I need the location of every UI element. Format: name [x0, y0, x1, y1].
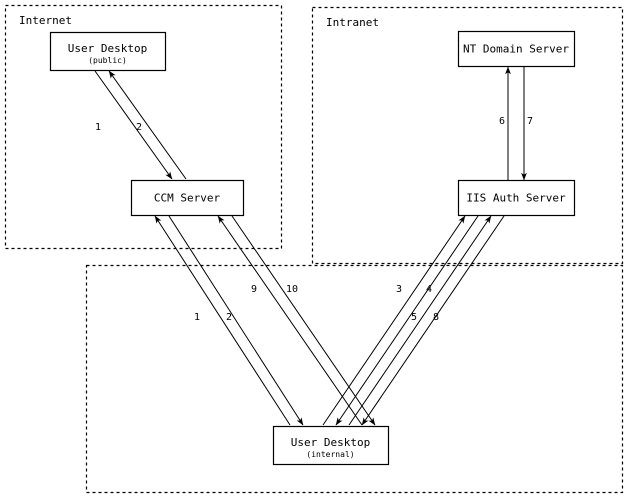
label-6: 6	[499, 116, 505, 127]
node-title-user-desktop-public: User Desktop	[68, 42, 147, 55]
node-ccm-server: CCM Server	[130, 179, 245, 217]
label-4: 4	[426, 284, 432, 295]
edge-ccm-to-desktop-public	[108, 70, 187, 180]
edge-iis-to-desktop-internal-8	[361, 215, 505, 426]
label-3: 3	[396, 284, 402, 295]
node-title-nt-domain-server: NT Domain Server	[463, 43, 569, 56]
zone-label-internet: Internet	[19, 14, 72, 27]
label-8: 8	[433, 312, 439, 323]
zone-intranet: Intranet	[311, 6, 624, 265]
zone-border-intranet	[311, 6, 624, 265]
label-7: 7	[527, 116, 533, 127]
edge-ccm-to-desktop-internal-10	[231, 215, 376, 426]
label-10: 10	[286, 284, 298, 295]
node-box-user-desktop-public	[49, 31, 167, 72]
label-2-bottom: 2	[226, 312, 232, 323]
zone-label-intranet: Intranet	[326, 16, 379, 29]
node-title-ccm-server: CCM Server	[154, 192, 221, 205]
node-box-iis-auth-server	[457, 179, 576, 217]
label-5: 5	[411, 312, 417, 323]
zone-internet: Internet	[4, 4, 283, 250]
node-user-desktop-public: User Desktop(public)	[49, 31, 167, 72]
node-user-desktop-internal: User Desktop(internal)	[272, 425, 390, 466]
node-subtitle-user-desktop-public: (public)	[88, 56, 127, 65]
edge-step-labels: 1 2 6 7 9 10 1 2 3 4 5 8	[95, 116, 533, 323]
edge-desktop-public-to-ccm	[94, 70, 173, 180]
edge-desktop-internal-to-iis-3	[322, 215, 466, 426]
node-subtitle-user-desktop-internal: (internal)	[306, 450, 354, 459]
zone-internal	[85, 264, 624, 494]
node-box-ccm-server	[130, 179, 245, 217]
label-9: 9	[251, 284, 257, 295]
zone-boundaries: Internet Intranet	[4, 4, 624, 494]
edge-lines	[94, 66, 527, 426]
node-title-iis-auth-server: IIS Auth Server	[466, 192, 566, 205]
edge-desktop-internal-to-ccm-9	[217, 215, 363, 426]
label-1-top: 1	[95, 122, 101, 133]
edge-iis-to-desktop-internal-4	[335, 215, 479, 426]
zone-border-internal	[85, 264, 624, 494]
node-box-user-desktop-internal	[272, 425, 390, 466]
edge-desktop-internal-to-ccm	[154, 215, 291, 426]
label-2-top: 2	[136, 122, 142, 133]
node-iis-auth-server: IIS Auth Server	[457, 179, 576, 217]
node-title-user-desktop-internal: User Desktop	[291, 436, 370, 449]
label-1-bottom: 1	[194, 312, 200, 323]
node-box-nt-domain-server	[457, 30, 576, 68]
zone-border-internet	[4, 4, 283, 250]
node-nt-domain-server: NT Domain Server	[457, 30, 576, 68]
edge-ccm-to-desktop-internal	[168, 215, 304, 426]
edge-desktop-internal-to-iis-5	[348, 215, 492, 426]
